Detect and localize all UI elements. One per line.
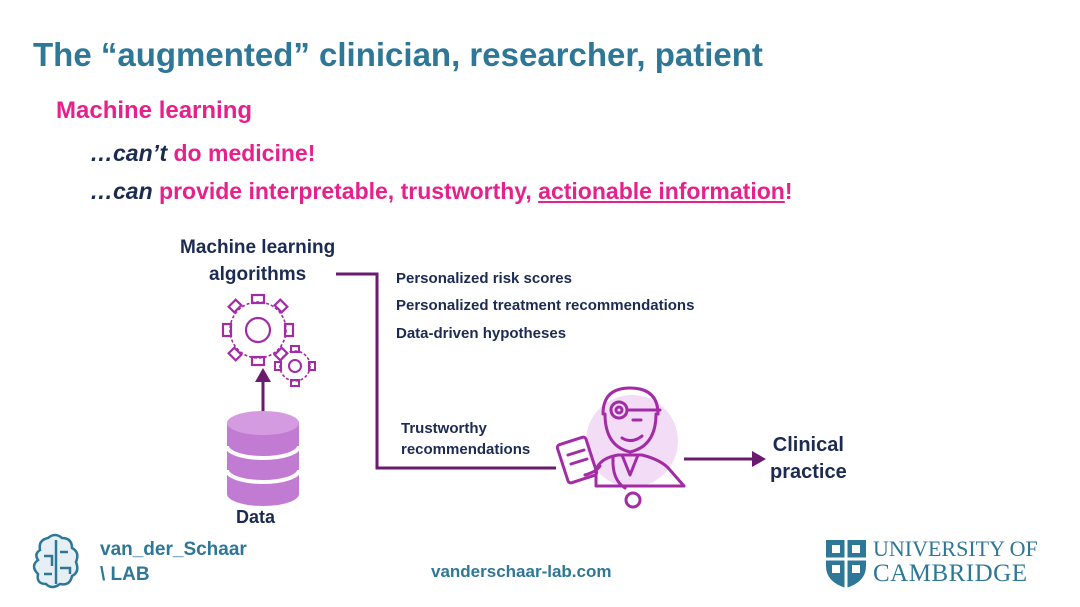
output-risk-scores: Personalized risk scores xyxy=(396,270,572,287)
arrow-to-clinical-practice xyxy=(684,451,766,467)
doctor-icon xyxy=(555,386,686,509)
cant-rest: do medicine! xyxy=(167,140,316,166)
algorithms-label-line1: Machine learning xyxy=(180,237,336,258)
output-treatment-recommendations: Personalized treatment recommendations xyxy=(396,297,695,314)
cant-do-medicine-line: …can’t do medicine! xyxy=(90,140,315,167)
ellipsis: … xyxy=(90,140,113,166)
can-rest: provide interpretable, trustworthy, xyxy=(152,178,539,204)
small-gear-icon xyxy=(274,345,316,387)
lab-website-link[interactable]: vanderschaar-lab.com xyxy=(431,562,612,581)
trustworthy-line2: recommendations xyxy=(401,441,531,458)
cant-emphasis: can’t xyxy=(113,140,168,166)
university-line1: UNIVERSITY OF xyxy=(873,536,1038,561)
cambridge-crest-icon xyxy=(826,540,866,588)
lab-name: van_der_Schaar \ LAB xyxy=(100,537,247,587)
clinical-line2: practice xyxy=(770,461,847,483)
gear-icon xyxy=(221,293,295,367)
actionable-information-text: actionable information xyxy=(538,178,785,204)
algorithms-label-line2: algorithms xyxy=(209,264,307,285)
algorithms-label: Machine learning algorithms xyxy=(180,234,335,288)
can-emphasis: can xyxy=(113,178,153,204)
output-hypotheses: Data-driven hypotheses xyxy=(396,325,567,342)
trustworthy-line1: Trustworthy xyxy=(401,420,487,437)
connector-line xyxy=(336,272,556,470)
can-provide-line: …can provide interpretable, trustworthy,… xyxy=(90,178,792,205)
database-icon xyxy=(225,411,301,506)
exclamation: ! xyxy=(784,178,793,204)
university-line2: CAMBRIDGE xyxy=(873,560,1028,587)
university-wordmark: UNIVERSITY OF CAMBRIDGE xyxy=(873,536,1038,586)
clinical-line1: Clinical xyxy=(772,434,844,456)
brain-logo-icon xyxy=(32,533,79,589)
trustworthy-recommendations-label: Trustworthy recommendations xyxy=(401,418,530,460)
ellipsis: … xyxy=(90,178,113,204)
machine-learning-heading: Machine learning xyxy=(56,97,253,124)
lab-name-line2: \ LAB xyxy=(100,564,150,585)
slide-title: The “augmented” clinician, researcher, p… xyxy=(33,36,763,73)
data-label: Data xyxy=(236,507,276,527)
clinical-practice-label: Clinical practice xyxy=(770,432,847,486)
lab-name-line1: van_der_Schaar xyxy=(100,539,247,560)
